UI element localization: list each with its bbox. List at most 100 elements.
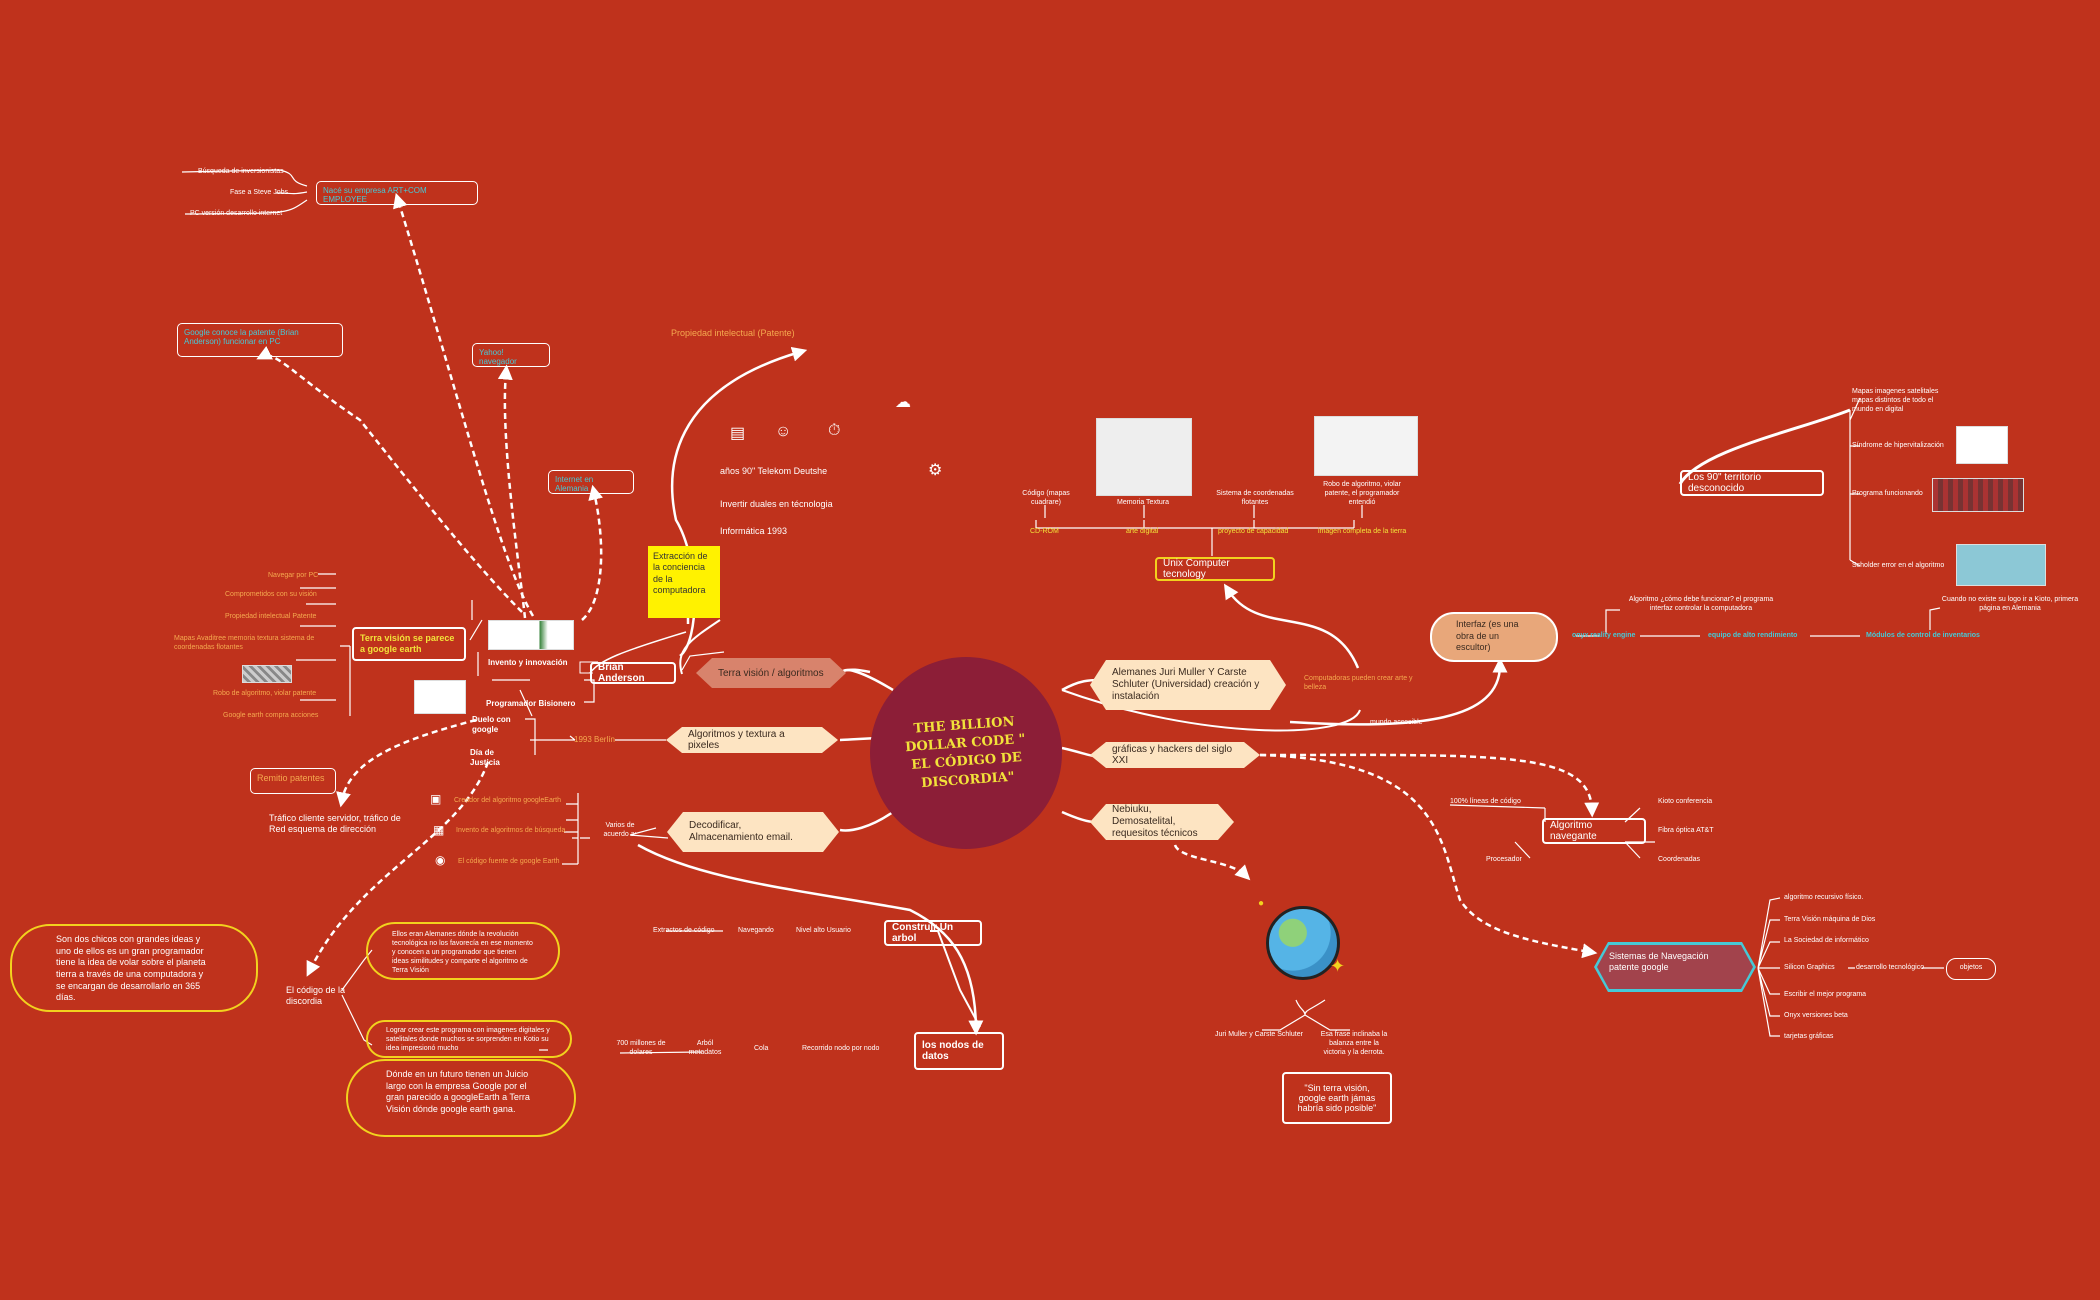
codigo-discordia-label: El código de la discordia — [286, 985, 346, 1007]
sistemas-node[interactable]: Sistemas de Navegación patente google — [1594, 942, 1756, 992]
internet-alemania-node[interactable]: Internet en Alemania — [548, 470, 634, 494]
los90-programa: Programa funcionando — [1852, 490, 1923, 497]
branch-graficas[interactable]: gráficas y hackers del siglo XXI — [1090, 742, 1260, 768]
unix-imagen: imagen completa de la tierra — [1318, 528, 1407, 535]
nav-kioto: Kioto conferencia — [1658, 798, 1713, 805]
arbol-nivel: Nivel alto Usuario — [796, 927, 851, 934]
brian-anderson-node[interactable]: Brian Anderson — [590, 662, 676, 684]
terra-item-navegar: Navegar por PC — [268, 572, 319, 579]
algorithm-icon: ▦ — [433, 823, 445, 837]
invento-innovacion-label: Invento y innovación — [488, 658, 568, 667]
arbol-extractos: Extractos de código — [653, 927, 715, 934]
gear-icon: ⚙ — [928, 462, 943, 479]
interfaz-label: Interfaz (es una obra de un escultor) — [1456, 619, 1519, 653]
sist-onyx: Onyx versiones beta — [1784, 1012, 1848, 1019]
computer-icon: ▣ — [430, 792, 442, 806]
dia-justicia-label: Día de Justicia — [470, 748, 500, 767]
varios-item-creador: Creador del algoritmo googleEarth — [454, 797, 562, 804]
branch-alemanes[interactable]: Alemanes Juri Muller Y Carste Schluter (… — [1090, 660, 1286, 710]
nace-item-steve: Fase a Steve Jobs — [230, 189, 288, 196]
unix-node[interactable]: Unix Computer tecnology — [1155, 557, 1275, 581]
extraccion-node[interactable]: Extracción de la conciencia de la comput… — [648, 546, 720, 618]
branch-decodificar[interactable]: Decodificar, Almacenamiento email. — [667, 812, 839, 852]
google-conoce-node[interactable]: Google conoce la patente (Brian Anderson… — [177, 323, 343, 357]
terra-item-mapas: Mapas Avaditree memoria textura sistema … — [174, 635, 315, 651]
text-invertir: Invertir duales en técnologia — [720, 499, 833, 509]
branch-nebiuku[interactable]: Nebiuku, Demosatelital, requesitos técni… — [1090, 804, 1234, 840]
robo-screenshot-image — [1314, 416, 1418, 476]
nodos-recorrido: Recorrido nodo por nodo — [802, 1045, 880, 1052]
nav-100: 100% líneas de código — [1450, 798, 1521, 805]
construir-arbol-node[interactable]: Construir Un arbol — [884, 920, 982, 946]
esa-frase-label: Esa frase inclinaba la balanza entre la … — [1320, 1031, 1388, 1056]
nav-coordenadas: Coordenadas — [1658, 856, 1701, 863]
laptop-image — [1956, 426, 2008, 464]
sist-terra: Terra Visión máquina de Dios — [1784, 916, 1876, 923]
coins-icon: ◉ — [435, 853, 446, 867]
unix-proyecto: proyecto de capacidad — [1218, 528, 1289, 535]
terra-item-comprometidos: Comprometidos con su visión — [225, 591, 317, 598]
unix-sistema: Sistema de coordenadas flotantes — [1216, 490, 1294, 506]
sist-desarrollo: desarrollo tecnológico — [1856, 964, 1925, 971]
unix-codigo: Código (mapas cuadrare) — [1022, 490, 1070, 506]
gears-image — [1956, 544, 2046, 586]
propiedad-intelectual-label: Propiedad intelectual (Patente) — [671, 328, 795, 338]
son-dos-chicos-note: Son dos chicos con grandes ideas y uno d… — [10, 924, 258, 1012]
programador-image — [414, 680, 466, 714]
varios-item-invento: Invento de algoritmos de búsqueda — [456, 827, 566, 834]
nodos-700: 700 millones de dolares — [616, 1040, 666, 1056]
sist-algoritmo: algoritmo recursivo físico. — [1784, 894, 1864, 901]
central-node[interactable]: THE BILLION DOLLAR CODE " EL CÓDIGO DE D… — [870, 657, 1062, 849]
berlin-label: 1993 Berlín — [574, 735, 615, 744]
clock-icon: ⏱ — [828, 422, 841, 439]
nav-fibra: Fibra óptica AT&T — [1658, 827, 1714, 834]
programa-image — [1932, 478, 2024, 512]
people-icon: ☺ — [775, 423, 792, 440]
nace-empresa-node[interactable]: Nacé su empresa ART+COM EMPLOYEE — [316, 181, 478, 205]
terra-item-propiedad: Propiedad intelectual Patente — [225, 613, 317, 620]
lograr-note: Lograr crear este programa con imagenes … — [366, 1020, 572, 1058]
memoria-image — [1096, 418, 1192, 496]
varios-label: Varios de acuerdo a: — [603, 822, 637, 838]
unix-arte: arte digital — [1126, 528, 1159, 535]
arbol-navegando: Navegando — [738, 927, 774, 934]
los90-scholder: Scholder error en el algoritmo — [1852, 562, 1945, 569]
branch-algoritmos-textura[interactable]: Algoritmos y textura a pixeles — [666, 727, 838, 753]
algoritmo-navegante-node[interactable]: Algoritmo navegante — [1542, 818, 1646, 844]
donde-futuro-note: Dónde en un futuro tienen un Juicio larg… — [346, 1059, 576, 1137]
sist-objetos: objetos — [1946, 958, 1996, 980]
cuando-label: Cuando no existe su logo ir a Kioto, pri… — [1941, 596, 2079, 612]
nodos-arbol: Arból metadatos — [688, 1040, 722, 1056]
interfaz-equipo: equipo de alto rendimiento — [1708, 632, 1798, 639]
nodos-node[interactable]: los nodos de datos — [914, 1032, 1004, 1070]
los90-node[interactable]: Los 90" territorio desconocido — [1680, 470, 1824, 496]
invento-image — [488, 620, 574, 650]
computadoras-label: Computadoras pueden crear arte y belleza — [1304, 675, 1413, 691]
central-title: THE BILLION DOLLAR CODE " EL CÓDIGO DE D… — [904, 714, 1026, 791]
varios-item-codigo: El código fuente de google Earth — [458, 858, 560, 865]
sist-escribir: Escribir el mejor programa — [1784, 991, 1867, 998]
sist-silicon: Silicon Graphics — [1784, 964, 1835, 971]
terra-parece-node[interactable]: Terra visión se parece a google earth — [352, 627, 466, 661]
text-informatica: Informática 1993 — [720, 526, 788, 536]
sparkle-icon: ✦ — [1330, 956, 1346, 976]
remitio-node[interactable]: Remitio patentes — [250, 768, 336, 794]
robo-image — [242, 665, 292, 683]
cloud-icon: ☁ — [895, 394, 911, 411]
sistemas-label: Sistemas de Navegación patente google — [1609, 951, 1709, 973]
sist-tarjetas: tarjetas gráficas — [1784, 1033, 1834, 1040]
unix-memoria: Memoria Textura — [1117, 499, 1170, 506]
interfaz-node[interactable]: Interfaz (es una obra de un escultor) — [1430, 612, 1558, 662]
los90-sindrome: Síndrome de hipervitalización — [1852, 442, 1944, 449]
unix-robo: Robo de algoritmo, violar patente, el pr… — [1323, 481, 1401, 506]
algoritmo-como-label: Algoritmo ¿cómo debe funcionar? el progr… — [1628, 596, 1774, 612]
branch-terra-vision-algoritmos[interactable]: Terra visión / algoritmos — [696, 658, 846, 688]
terra-item-google: Google earth compra acciones — [223, 712, 319, 719]
sin-terra-node[interactable]: "Sin terra visión, google earth jámas ha… — [1282, 1072, 1392, 1124]
yahoo-node[interactable]: Yahoo! navegador — [472, 343, 550, 367]
dot-icon: ● — [1258, 898, 1265, 909]
interfaz-onyx: onyx reality engine — [1572, 632, 1636, 639]
nav-procesador: Procesador — [1486, 856, 1522, 863]
